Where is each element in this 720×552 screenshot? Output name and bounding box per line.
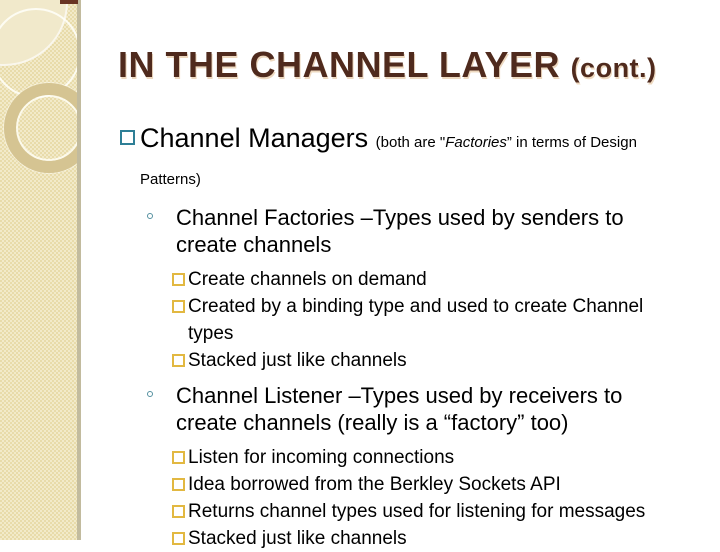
sub-bullet-created-by-binding: Created by a binding type and used to cr… [120, 293, 692, 347]
square-bullet-icon [172, 354, 185, 367]
sub-bullet-listen: Listen for incoming connections [120, 444, 692, 471]
top-edge-accent-bar [60, 0, 78, 4]
listener-sub-bullets: Listen for incoming connections Idea bor… [120, 444, 692, 552]
presentation-slide: IN THE CHANNEL LAYER (cont.) Channel Man… [0, 0, 657, 549]
paren-pre: (both are " [375, 134, 446, 151]
sub-bullet-stacked-2: Stacked just like channels [120, 525, 692, 552]
bullet-text: Channel Listener –Types used by receiver… [176, 383, 623, 435]
square-bullet-icon [172, 300, 185, 313]
circle-bullet-icon [147, 213, 153, 219]
bullet-channel-factories: Channel Factories –Types used by senders… [120, 204, 692, 258]
square-bullet-icon [172, 478, 185, 491]
square-bullet-icon [172, 532, 185, 545]
bullet-text: Stacked just like channels [188, 350, 407, 371]
slide-body: Channel Managers (both are "Factories” i… [120, 122, 692, 552]
sidebar-decoration [0, 0, 81, 540]
paren-post: ” in terms of Design Patterns) [140, 134, 637, 188]
bullet-channel-managers: Channel Managers (both are "Factories” i… [120, 122, 692, 196]
slide-title-main: IN THE CHANNEL LAYER [118, 44, 571, 85]
bullet-channel-listener: Channel Listener –Types used by receiver… [120, 382, 692, 436]
factories-sub-bullets: Create channels on demand Created by a b… [120, 266, 692, 374]
sub-bullet-berkley: Idea borrowed from the Berkley Sockets A… [120, 471, 692, 498]
ring-circle-shape [4, 83, 77, 173]
square-bullet-icon [120, 130, 135, 145]
bullet-text: Returns channel types used for listening… [188, 501, 646, 522]
bullet-text: Create channels on demand [188, 269, 427, 290]
slide-title-suffix: (cont.) [570, 53, 657, 83]
sub-bullet-create-on-demand: Create channels on demand [120, 266, 692, 293]
sub-bullet-stacked-1: Stacked just like channels [120, 347, 692, 374]
square-bullet-icon [172, 451, 185, 464]
circle-bullet-icon [147, 391, 153, 397]
bullet-text: Channel Factories –Types used by senders… [176, 205, 624, 257]
paren-italic: Factories [445, 134, 507, 151]
sub-bullet-returns-types: Returns channel types used for listening… [120, 498, 692, 525]
bullet-text: Listen for incoming connections [188, 447, 455, 468]
square-bullet-icon [172, 505, 185, 518]
channel-managers-label: Channel Managers [140, 123, 376, 153]
slide-title: IN THE CHANNEL LAYER (cont.) [118, 45, 657, 88]
bullet-text: Idea borrowed from the Berkley Sockets A… [188, 474, 561, 495]
bullet-text: Created by a binding type and used to cr… [188, 296, 644, 344]
parenthetical-note: (both are "Factories” in terms of Design… [140, 134, 637, 188]
bullet-text: Stacked just like channels [188, 528, 407, 549]
bullet-text: Channel Managers (both are "Factories” i… [140, 122, 637, 196]
square-bullet-icon [172, 273, 185, 286]
